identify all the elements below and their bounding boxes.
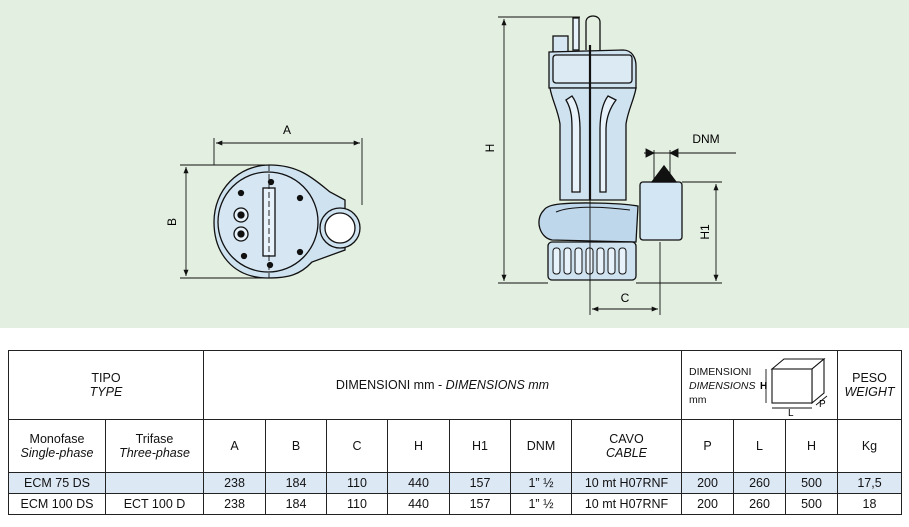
label-b: B bbox=[165, 218, 179, 226]
cell-h-box: 500 bbox=[785, 493, 838, 515]
dimension-h bbox=[498, 16, 580, 284]
cell-b: 184 bbox=[265, 493, 327, 515]
spec-table: TIPO TYPE DIMENSIONI mm - DIMENSIONS mm … bbox=[8, 350, 902, 515]
header-type: TYPE bbox=[89, 385, 123, 399]
cell-h-box: 500 bbox=[785, 472, 838, 494]
subheader-h-box: H bbox=[785, 419, 838, 473]
subheader-trifase: Trifase bbox=[135, 432, 174, 446]
cell-p: 200 bbox=[681, 472, 734, 494]
cell-p: 200 bbox=[681, 493, 734, 515]
label-dnm: DNM bbox=[692, 132, 719, 146]
label-a: A bbox=[283, 123, 291, 137]
dimension-c bbox=[589, 200, 661, 315]
header-box-dimensioni: DIMENSIONI bbox=[689, 366, 752, 378]
cell-single-phase: ECM 100 DS bbox=[8, 493, 106, 515]
table-row: ECM 100 DS ECT 100 D 238 184 110 440 157… bbox=[8, 493, 902, 515]
cell-dnm: 1” ½ bbox=[510, 472, 572, 494]
subheader-kg: Kg bbox=[837, 419, 902, 473]
cell-h: 440 bbox=[387, 493, 450, 515]
subheader-monofase: Monofase bbox=[29, 432, 85, 446]
box-icon: H L P bbox=[760, 357, 828, 417]
pump-top-view bbox=[213, 164, 361, 279]
pump-drawing-svg: A B bbox=[165, 15, 736, 315]
dimension-b bbox=[180, 164, 268, 279]
header-box-dimensions: DIMENSIONS bbox=[689, 380, 756, 392]
header-type-cell: TIPO TYPE bbox=[8, 350, 204, 420]
header-box-mm: mm bbox=[689, 394, 707, 406]
box-label-h: H bbox=[760, 381, 767, 392]
subheader-l: L bbox=[733, 419, 786, 473]
subheader-h: H bbox=[387, 419, 450, 473]
label-c: C bbox=[621, 291, 630, 305]
cell-three-phase: ECT 100 D bbox=[105, 493, 204, 515]
cell-three-phase bbox=[105, 472, 204, 494]
header-dimensions: DIMENSIONS mm bbox=[445, 378, 550, 392]
table-subheader-row: Monofase Single-phase Trifase Three-phas… bbox=[8, 419, 902, 473]
subheader-b: B bbox=[265, 419, 327, 473]
subheader-a: A bbox=[203, 419, 266, 473]
subheader-p: P bbox=[681, 419, 734, 473]
header-dimensioni: DIMENSIONI mm - bbox=[335, 378, 446, 392]
cell-a: 238 bbox=[203, 493, 266, 515]
cell-kg: 18 bbox=[837, 493, 902, 515]
subheader-single-phase: Monofase Single-phase bbox=[8, 419, 106, 473]
subheader-dnm: DNM bbox=[510, 419, 572, 473]
table-header-row: TIPO TYPE DIMENSIONI mm - DIMENSIONS mm … bbox=[8, 350, 902, 420]
subheader-c: C bbox=[326, 419, 388, 473]
subheader-cavo: CAVO bbox=[609, 432, 644, 446]
cell-l: 260 bbox=[733, 493, 786, 515]
header-peso: PESO bbox=[852, 371, 887, 385]
dimension-h1 bbox=[636, 181, 722, 284]
cell-c: 110 bbox=[326, 472, 388, 494]
cell-kg: 17,5 bbox=[837, 472, 902, 494]
cell-cable: 10 mt H07RNF bbox=[571, 493, 682, 515]
cell-h1: 157 bbox=[449, 493, 511, 515]
header-weight: WEIGHT bbox=[844, 385, 895, 399]
header-dimensions-cell: DIMENSIONI mm - DIMENSIONS mm bbox=[203, 350, 682, 420]
technical-drawing: A B bbox=[0, 0, 909, 328]
label-h: H bbox=[483, 144, 497, 153]
subheader-single-phase-en: Single-phase bbox=[20, 446, 94, 460]
table-row: ECM 75 DS 238 184 110 440 157 1” ½ 10 mt… bbox=[8, 472, 902, 494]
subheader-h1: H1 bbox=[449, 419, 511, 473]
cell-l: 260 bbox=[733, 472, 786, 494]
cell-h1: 157 bbox=[449, 472, 511, 494]
dimension-a bbox=[213, 138, 363, 205]
subheader-three-phase-en: Three-phase bbox=[119, 446, 190, 460]
cell-c: 110 bbox=[326, 493, 388, 515]
cell-dnm: 1” ½ bbox=[510, 493, 572, 515]
box-label-p: P bbox=[819, 399, 826, 410]
pump-side-view bbox=[538, 15, 683, 281]
box-label-l: L bbox=[788, 408, 794, 417]
header-box-dimensions-cell: DIMENSIONI DIMENSIONS mm H L P bbox=[681, 350, 838, 420]
label-h1: H1 bbox=[698, 224, 712, 240]
header-weight-cell: PESO WEIGHT bbox=[837, 350, 902, 420]
cell-h: 440 bbox=[387, 472, 450, 494]
cell-cable: 10 mt H07RNF bbox=[571, 472, 682, 494]
subheader-cable: CAVO CABLE bbox=[571, 419, 682, 473]
header-tipo: TIPO bbox=[91, 371, 121, 385]
cell-b: 184 bbox=[265, 472, 327, 494]
cell-single-phase: ECM 75 DS bbox=[8, 472, 106, 494]
cell-a: 238 bbox=[203, 472, 266, 494]
subheader-three-phase: Trifase Three-phase bbox=[105, 419, 204, 473]
subheader-cable-en: CABLE bbox=[606, 446, 647, 460]
dimension-dnm bbox=[644, 148, 736, 180]
